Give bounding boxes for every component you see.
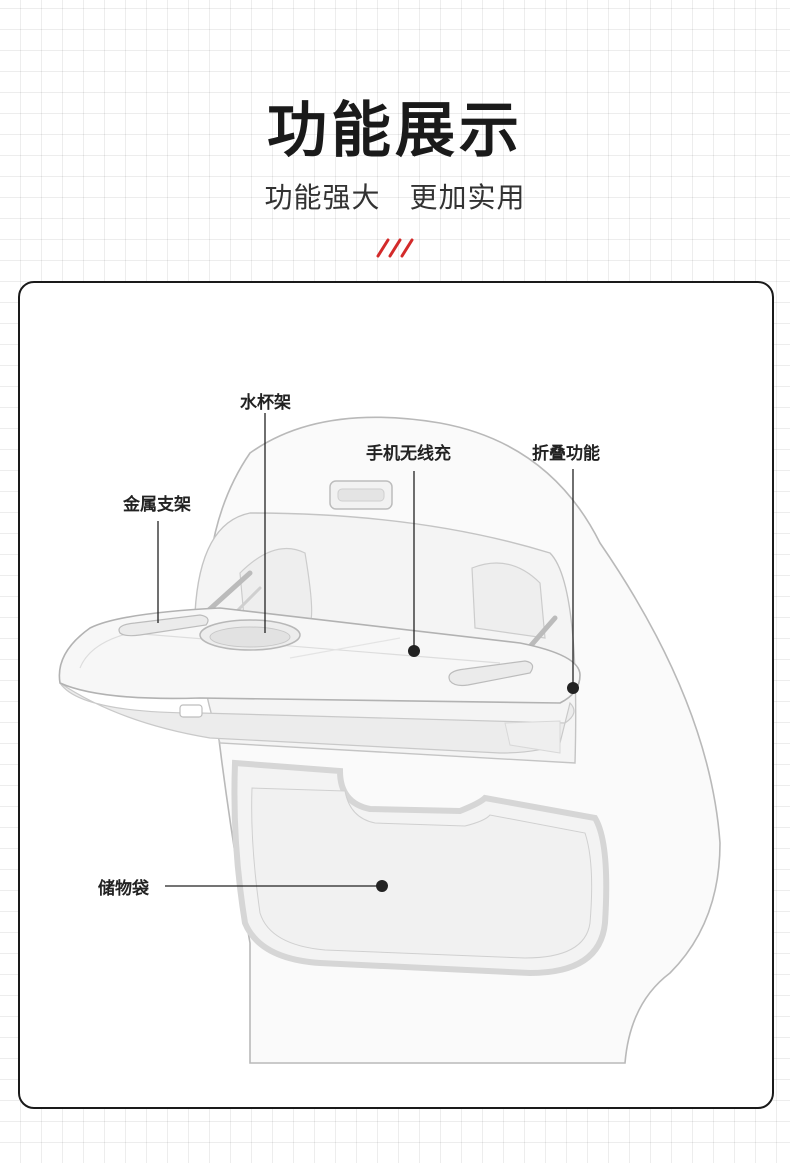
callout-metal-bracket: 金属支架	[123, 495, 191, 515]
feature-panel: 水杯架 手机无线充 折叠功能 金属支架 储物袋	[18, 281, 774, 1109]
callout-wireless-charging: 手机无线充	[366, 444, 451, 464]
accent-slashes-icon	[376, 238, 414, 258]
callout-folding: 折叠功能	[532, 444, 600, 464]
callout-dot-wireless	[408, 645, 420, 657]
page-title: 功能展示	[267, 96, 523, 166]
callout-dot-storage	[376, 880, 388, 892]
seat-tray-illustration	[58, 413, 721, 1064]
callout-cup-holder: 水杯架	[240, 393, 291, 413]
page-subtitle: 功能强大 更加实用	[264, 181, 526, 214]
callout-storage-bag: 储物袋	[98, 879, 149, 899]
callout-dot-folding	[567, 682, 579, 694]
